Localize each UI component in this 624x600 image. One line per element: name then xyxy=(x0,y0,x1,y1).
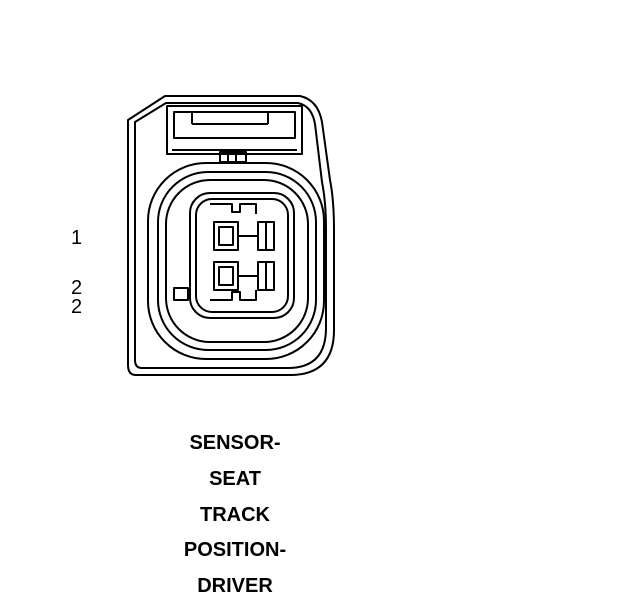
caption-line-3: TRACK xyxy=(200,504,270,526)
latch-window xyxy=(173,111,296,139)
caption-line-4: POSITION- xyxy=(183,539,287,561)
polarization-key xyxy=(173,287,189,301)
connector-housing-inner xyxy=(134,102,327,369)
connector-housing-outer xyxy=(127,95,335,376)
seal-ring-inner xyxy=(165,179,309,343)
caption-line-1: SENSOR- xyxy=(189,432,281,454)
latch-frame xyxy=(166,105,303,155)
cavity-block xyxy=(189,192,295,319)
pin-label-2: 2 xyxy=(71,277,83,299)
seal-ring-outer xyxy=(147,162,325,360)
seal-ring-middle xyxy=(157,171,317,351)
pin-label-1: 1 xyxy=(71,227,83,249)
caption-line-2: SEAT xyxy=(209,468,261,490)
caption-line-5: DRIVER xyxy=(197,575,273,597)
pin-label-2b: 2 xyxy=(71,296,83,318)
